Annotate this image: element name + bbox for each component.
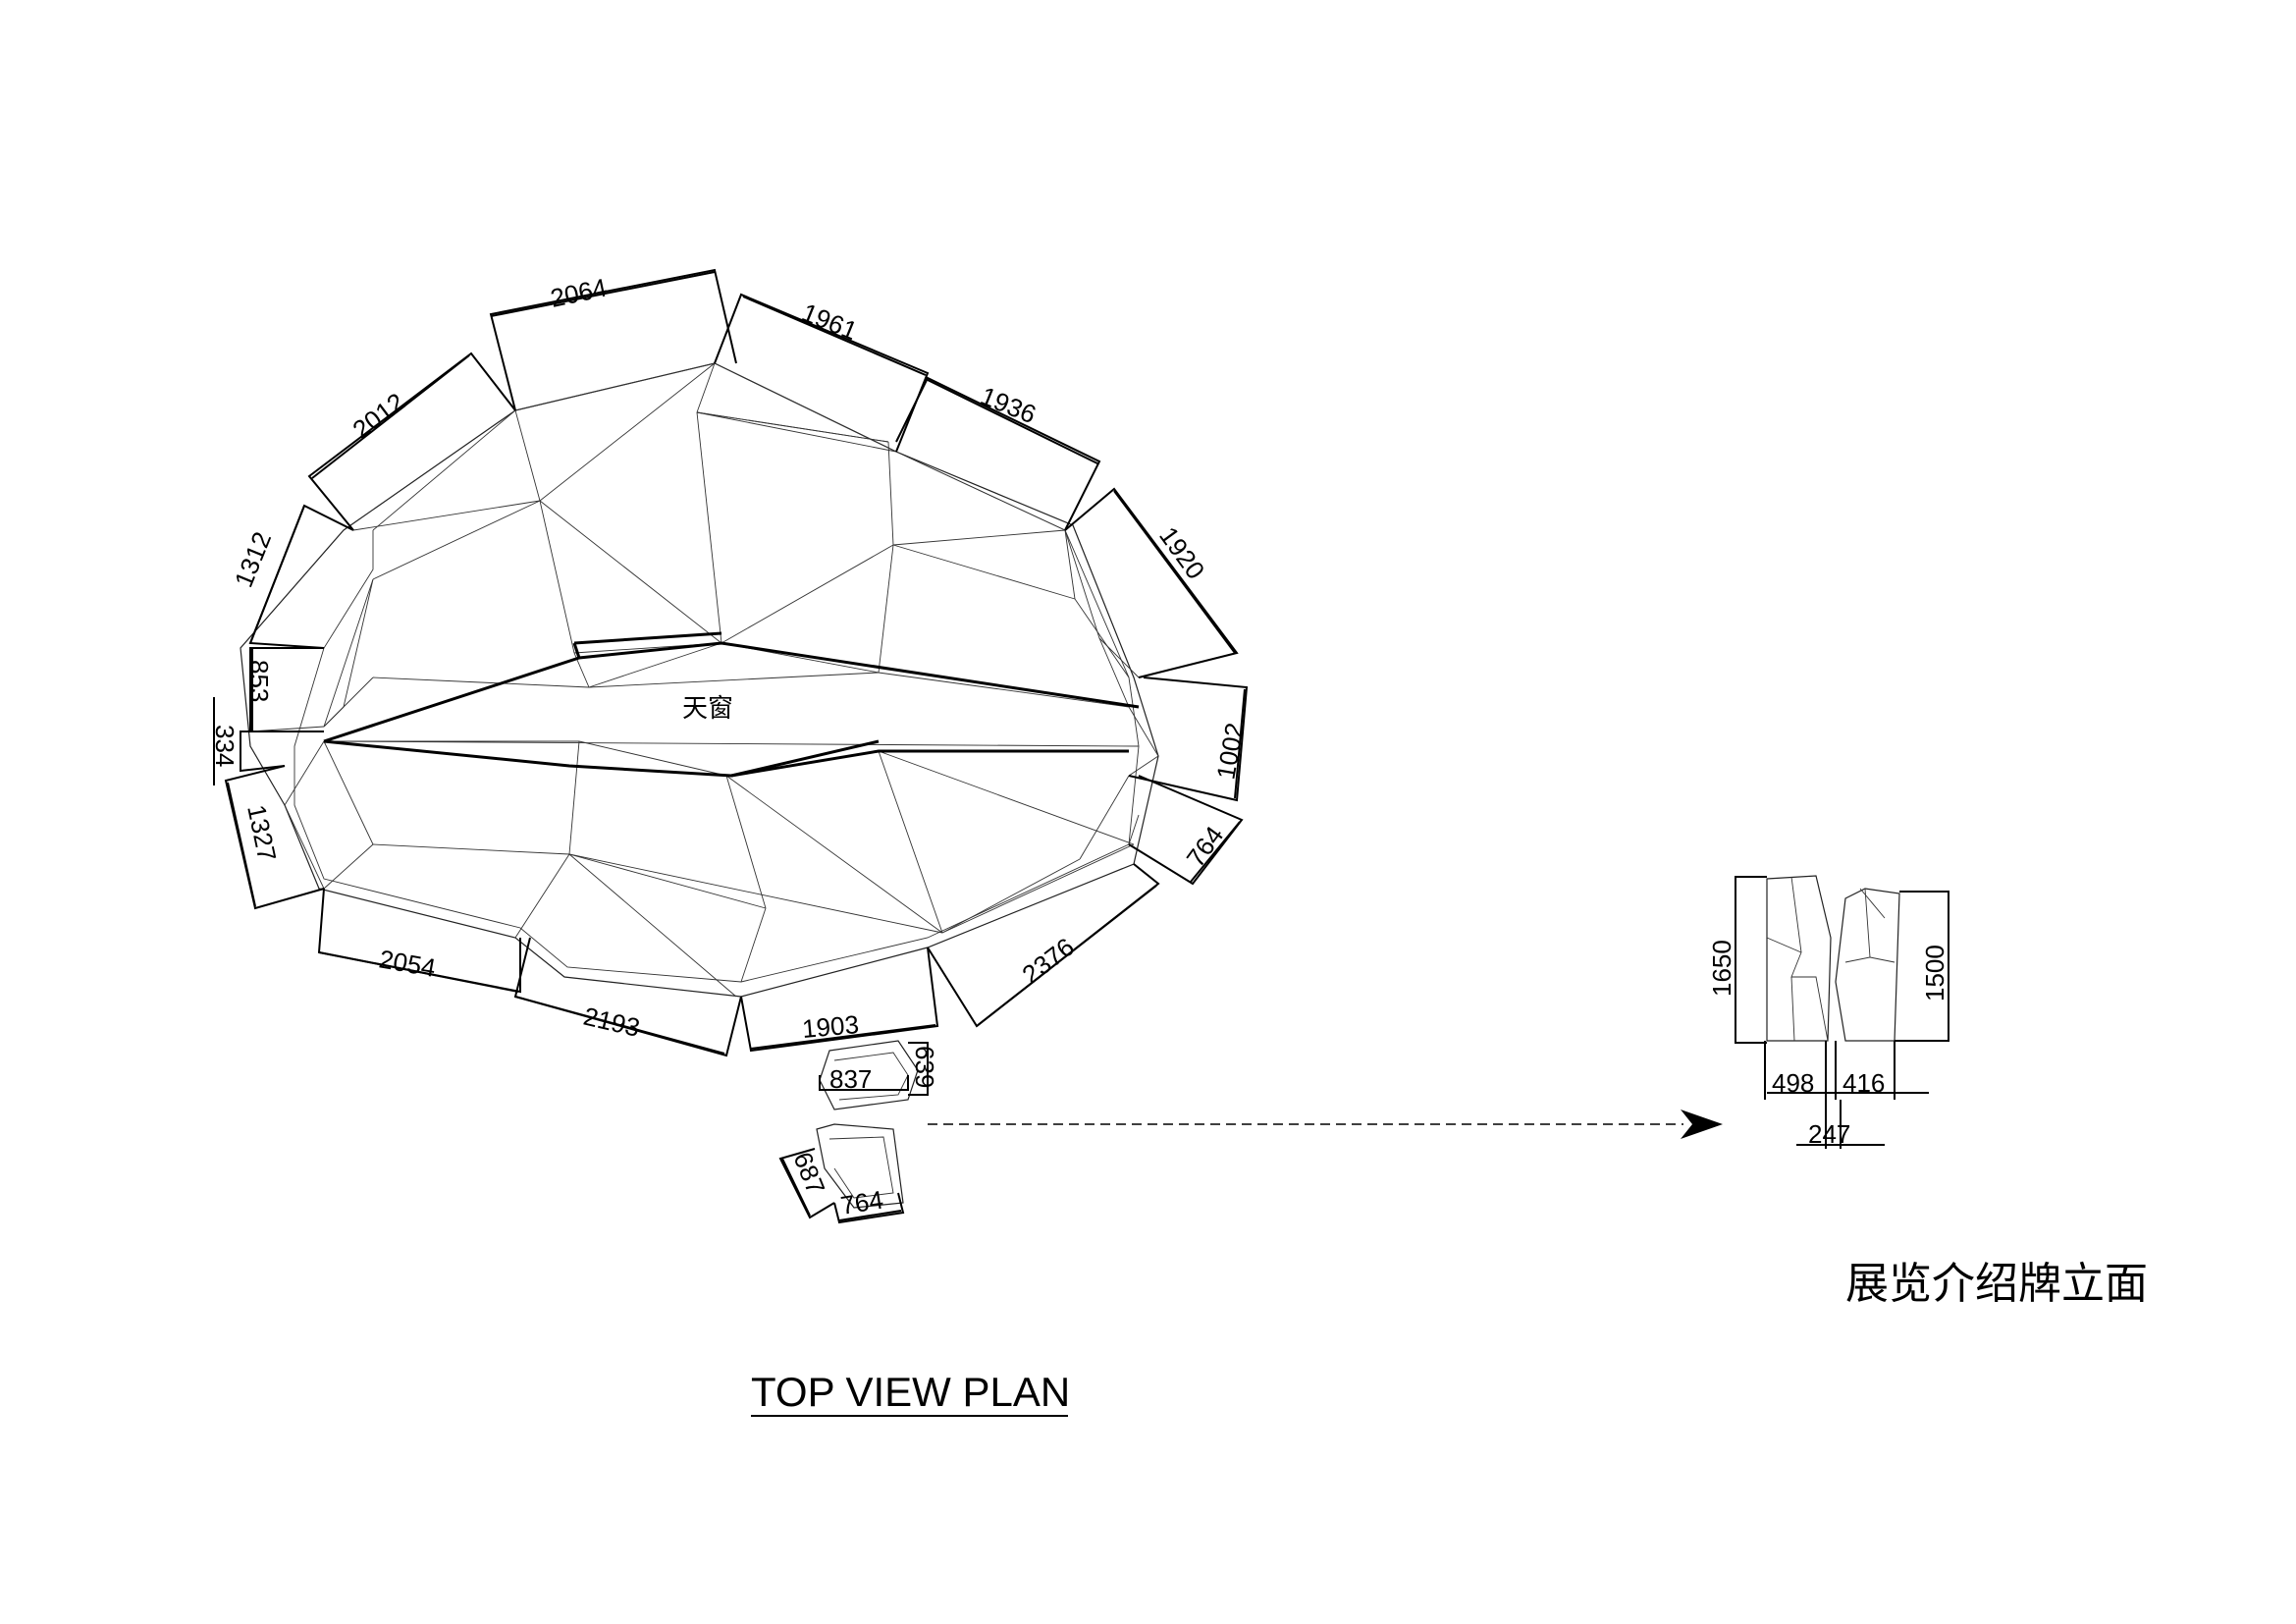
- dim-2012: 2012: [347, 387, 410, 445]
- dim-2193: 2193: [581, 1001, 643, 1043]
- elevation-title: 展览介绍牌立面: [1845, 1259, 2148, 1309]
- dim-2054: 2054: [377, 944, 438, 983]
- arrow-head-icon: [1681, 1110, 1723, 1139]
- dim-1961: 1961: [798, 298, 862, 346]
- sign-object-top: 837 639: [819, 1040, 939, 1110]
- top-view-plan: 天窗 2064 1961 1936 2012 1312: [210, 268, 1250, 1417]
- dim-687: 687: [787, 1148, 830, 1198]
- plan-inner-outline: [294, 362, 1140, 983]
- dim-764-right: 764: [1181, 821, 1230, 873]
- elevation-panel-right: [1835, 888, 1900, 1042]
- sign-object-bottom: 687 764: [778, 1123, 905, 1224]
- dim-1312: 1312: [229, 527, 277, 591]
- dim-639: 639: [910, 1046, 939, 1088]
- skylight-label: 天窗: [682, 694, 733, 724]
- dim-1903: 1903: [801, 1009, 860, 1044]
- dim-1002: 1002: [1210, 721, 1250, 782]
- plan-title: TOP VIEW PLAN: [751, 1369, 1070, 1415]
- plan-facets-bottom: [284, 740, 1159, 998]
- dim-2376: 2376: [1017, 932, 1080, 990]
- plan-dimensions: 2064 1961 1936 2012 1312 1920 85: [210, 268, 1250, 1057]
- dim-764-sign: 764: [838, 1185, 885, 1220]
- plan-facets-top: [249, 362, 1159, 757]
- skylight-boundary: [323, 631, 1140, 778]
- dim-853: 853: [244, 660, 274, 702]
- dim-837: 837: [829, 1064, 872, 1094]
- dim-1936: 1936: [977, 381, 1041, 429]
- leader-arrow: [928, 1110, 1723, 1139]
- plan-outline: [240, 362, 1159, 998]
- dim-498: 498: [1772, 1068, 1814, 1098]
- dim-1327: 1327: [241, 802, 282, 864]
- dim-416: 416: [1842, 1068, 1885, 1098]
- dim-2064: 2064: [548, 272, 610, 312]
- dim-334: 334: [210, 725, 240, 767]
- dim-1500: 1500: [1920, 945, 1949, 1001]
- sign-elevation: 1650 1500 498 416 247 展览介绍牌立面: [1707, 875, 2148, 1309]
- dim-1650: 1650: [1707, 940, 1736, 997]
- dim-247: 247: [1808, 1119, 1850, 1149]
